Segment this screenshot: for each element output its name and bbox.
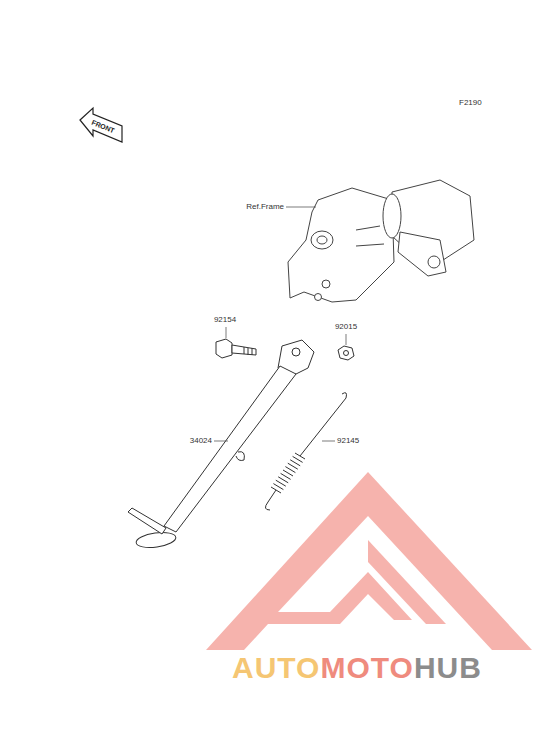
coil-winding (285, 467, 295, 473)
stand-foot (135, 530, 177, 549)
frame-hole (315, 294, 322, 301)
part-name: Ref.Frame (246, 203, 284, 211)
watermark-text: HUB (414, 653, 482, 683)
side-stand (128, 340, 314, 550)
nut (338, 346, 354, 360)
leader-line (286, 207, 316, 208)
callout-number: 92145 (337, 437, 359, 445)
leader-line (226, 327, 227, 338)
bolt-head (216, 339, 232, 358)
pivot-bolt (216, 339, 256, 358)
callout-number: 92154 (214, 316, 236, 324)
coil-winding (283, 470, 293, 476)
coil-winding (295, 453, 305, 459)
coil-winding (293, 456, 303, 462)
coil-winding (290, 460, 300, 466)
frame-hole (428, 256, 440, 268)
coil-winding (271, 487, 281, 493)
frame-boss (311, 231, 333, 249)
leader-line (214, 441, 228, 442)
spring-hook (265, 490, 276, 510)
frame-bracket (288, 180, 474, 302)
return-spring (265, 393, 346, 510)
stand-peg (128, 508, 166, 534)
callout-number: 34024 (190, 437, 212, 445)
callout-number: 92015 (335, 323, 357, 331)
frame-arm (398, 232, 446, 276)
leader-line (346, 334, 347, 345)
stand-tab (236, 452, 244, 461)
stand-leg (164, 366, 296, 532)
frame-edge (356, 226, 384, 246)
front-arrow (80, 108, 122, 142)
drawing-code: F2190 (459, 99, 482, 107)
coil-winding (273, 484, 283, 490)
watermark-logo (206, 472, 532, 650)
spring-hook (300, 393, 347, 456)
coil-winding (288, 463, 298, 469)
leader-lines (214, 207, 346, 441)
frame-plate (288, 188, 394, 302)
leader-line (322, 441, 335, 442)
bolt-thread (244, 347, 252, 355)
coil-winding (276, 480, 286, 486)
nut-hole (344, 351, 349, 356)
logo-shape (206, 472, 532, 650)
logo-shape (368, 540, 446, 624)
coil-winding (281, 473, 291, 479)
frame-boss-hole (317, 236, 327, 244)
frame-hole (322, 280, 330, 288)
spring-coil (271, 453, 305, 493)
coil-winding (278, 477, 288, 483)
stand-pivot-hole (292, 348, 300, 356)
watermark-text: AUTO (232, 653, 320, 683)
watermark-text: MOTO (320, 653, 413, 683)
bolt-shank (232, 345, 256, 355)
frame-tube-end (383, 194, 401, 238)
